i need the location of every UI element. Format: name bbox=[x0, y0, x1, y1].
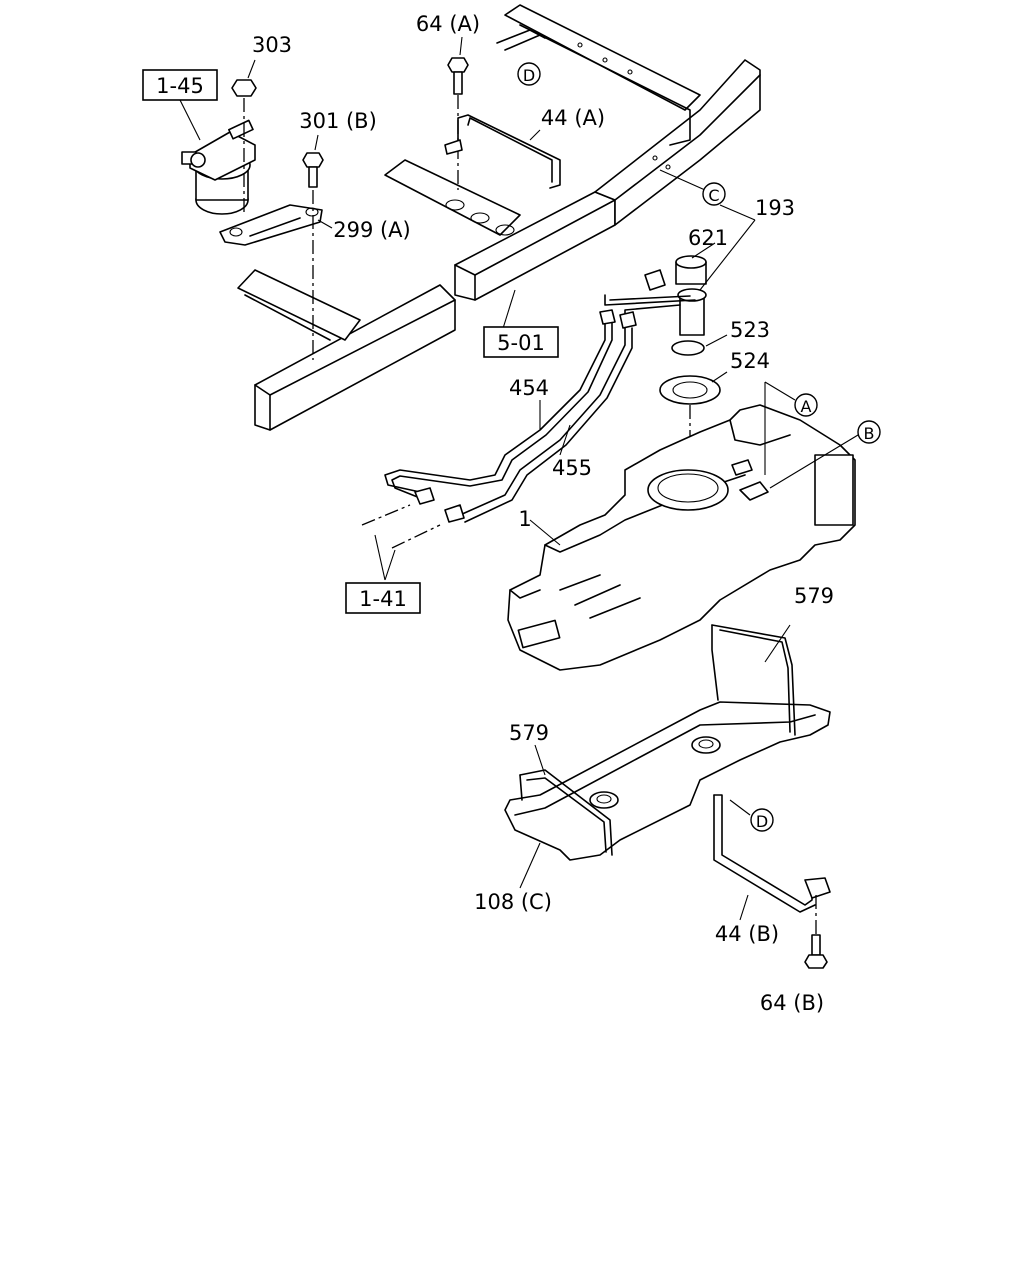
connector-d-bottom: D bbox=[750, 808, 774, 832]
bolt-301b bbox=[302, 152, 324, 360]
bolt-64b bbox=[804, 895, 828, 969]
callout-455: 455 bbox=[552, 456, 592, 480]
fuel-tank bbox=[507, 381, 859, 671]
connector-c-label: C bbox=[708, 186, 719, 205]
reference-label-1-45: 1-45 bbox=[156, 74, 204, 98]
callout-301b: 301 (B) bbox=[299, 109, 377, 133]
callout-1: 1 bbox=[518, 507, 531, 531]
line-ends-1-41 bbox=[361, 504, 441, 581]
connector-a-label: A bbox=[801, 397, 812, 416]
frame-rail-center bbox=[384, 159, 616, 301]
fuel-line-454 bbox=[384, 309, 616, 505]
callout-579-top: 579 bbox=[794, 584, 834, 608]
connector-c: C bbox=[702, 182, 726, 206]
fuel-pump-assembly bbox=[604, 255, 707, 336]
connector-d-bottom-label: D bbox=[756, 812, 768, 831]
callout-193: 193 bbox=[755, 196, 795, 220]
frame-rail-right bbox=[496, 4, 761, 226]
callout-621: 621 bbox=[688, 226, 728, 250]
leader-lines bbox=[179, 36, 756, 546]
callout-44a: 44 (A) bbox=[541, 106, 605, 130]
oring-523 bbox=[671, 340, 705, 356]
reference-label-1-41: 1-41 bbox=[359, 587, 407, 611]
connector-b: B bbox=[857, 420, 881, 444]
fuel-filter-assembly bbox=[181, 119, 256, 215]
callout-44b: 44 (B) bbox=[715, 922, 779, 946]
strap-579-top bbox=[711, 624, 796, 736]
connector-b-label: B bbox=[864, 424, 875, 443]
tank-strap-44b bbox=[713, 794, 831, 921]
callout-108c: 108 (C) bbox=[474, 890, 552, 914]
filter-bracket-299a bbox=[219, 204, 323, 246]
bolt-303 bbox=[231, 79, 257, 215]
fuel-line-455 bbox=[444, 311, 637, 523]
callout-454: 454 bbox=[509, 376, 549, 400]
reference-label-5-01: 5-01 bbox=[497, 331, 545, 355]
connector-a: A bbox=[794, 393, 818, 417]
reference-box-5-01: 5-01 bbox=[483, 326, 559, 358]
tank-strap-44a bbox=[444, 114, 561, 189]
frame-rail-left bbox=[237, 269, 456, 431]
bolt-64a bbox=[447, 57, 469, 190]
reference-box-1-45: 1-45 bbox=[142, 69, 218, 101]
callout-303: 303 bbox=[252, 33, 292, 57]
reference-box-1-41: 1-41 bbox=[345, 582, 421, 614]
connector-d-top-label: D bbox=[523, 66, 535, 85]
callout-64a: 64 (A) bbox=[416, 12, 480, 36]
callout-524: 524 bbox=[730, 349, 770, 373]
strap-579-left bbox=[519, 744, 613, 856]
callout-523: 523 bbox=[730, 318, 770, 342]
callout-64b: 64 (B) bbox=[760, 991, 824, 1015]
callout-579-left: 579 bbox=[509, 721, 549, 745]
callout-299a: 299 (A) bbox=[333, 218, 411, 242]
connector-d-top: D bbox=[517, 62, 541, 86]
tank-protector-108c bbox=[504, 701, 831, 889]
